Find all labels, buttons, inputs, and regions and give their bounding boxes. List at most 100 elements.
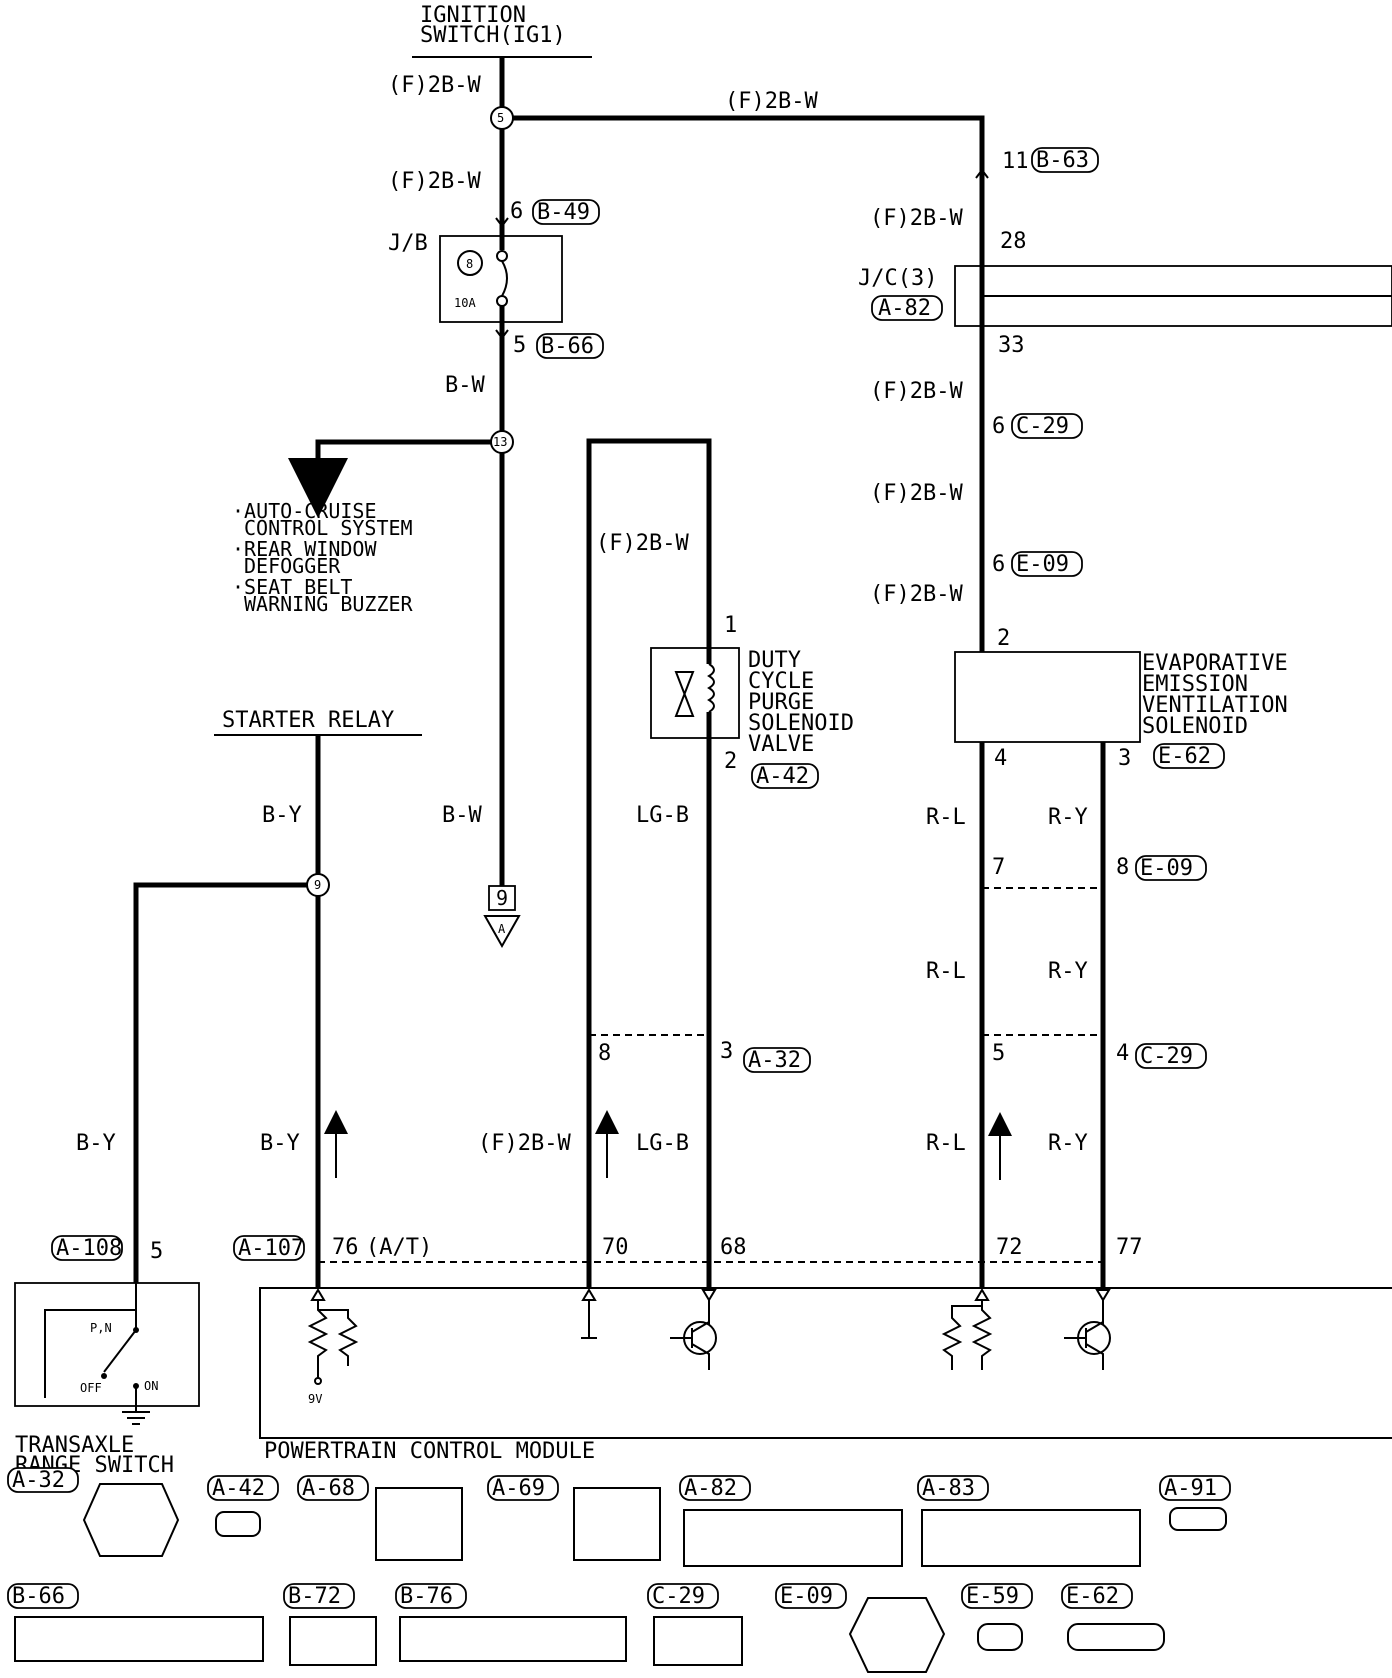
pcm-68-output xyxy=(701,1289,717,1325)
junction-node-9-label: 9 xyxy=(314,878,321,892)
wire-label-f2bw-6: (F)2B-W xyxy=(870,582,963,607)
branch-item-2-line2: DEFOGGER xyxy=(244,554,341,578)
connector-tag-a82 xyxy=(871,295,943,321)
valve-symbol xyxy=(674,671,695,717)
legend-e09-label: E-09 xyxy=(780,1584,833,1609)
connector-e09-top: E-09 xyxy=(1016,552,1069,577)
connector-b66: B-66 xyxy=(541,334,594,359)
legend-a69: A-69 xyxy=(487,1475,661,1561)
pin-28: 28 xyxy=(1000,229,1027,254)
junction-node-13-label: 13 xyxy=(493,435,507,449)
pin-6-e09: 6 xyxy=(992,552,1005,577)
pin-3-a32: 3 xyxy=(720,1039,733,1064)
wire-label-f2bw-5: (F)2B-W xyxy=(870,481,963,506)
pcm-68-transistor-leads xyxy=(670,1321,710,1370)
trs-on-label: ON xyxy=(144,1379,158,1393)
connector-c29-mid: C-29 xyxy=(1140,1044,1193,1069)
pin-8-e09: 8 xyxy=(1116,855,1129,880)
connector-a32: A-32 xyxy=(748,1048,801,1073)
pin-5-trs: 5 xyxy=(150,1239,163,1264)
wire-label-by-1: B-Y xyxy=(262,803,302,828)
legend-b66-label: B-66 xyxy=(12,1584,65,1609)
pin-76: 76 xyxy=(332,1235,359,1260)
pin-3-evap: 3 xyxy=(1118,746,1131,771)
wire-label-lgb-1: LG-B xyxy=(636,803,689,828)
legend-e62-label: E-62 xyxy=(1066,1584,1119,1609)
ground-letter: A xyxy=(498,922,506,936)
pin-1-purge: 1 xyxy=(724,613,737,638)
pin-2-evap: 2 xyxy=(997,626,1010,651)
pin-68: 68 xyxy=(720,1235,747,1260)
connector-tag-c29-top xyxy=(1011,413,1083,439)
legend-e59-label: E-59 xyxy=(966,1584,1019,1609)
connector-tag-e09-top xyxy=(1011,551,1083,577)
connector-b63: B-63 xyxy=(1036,148,1089,173)
fuse-rating: 10A xyxy=(454,296,476,310)
legend-a91: A-91 xyxy=(1159,1475,1231,1531)
wire-label-ry-3: R-Y xyxy=(1048,1131,1088,1156)
pcm-77-output xyxy=(1095,1289,1111,1325)
legend-b76-label: B-76 xyxy=(400,1584,453,1609)
trs-pn-label: P,N xyxy=(90,1321,112,1335)
trs-off-label: OFF xyxy=(80,1381,102,1395)
pin-5-b66: 5 xyxy=(513,333,526,358)
terminal-mark-5 xyxy=(495,329,509,340)
legend-e09: E-09 xyxy=(775,1583,946,1673)
connector-a107: A-107 xyxy=(238,1236,304,1261)
pin-6-b49: 6 xyxy=(510,199,523,224)
pcm-76-resistor-2 xyxy=(318,1309,359,1366)
fuse-number-circle xyxy=(457,250,483,276)
wire-label-f2bw-1: (F)2B-W xyxy=(388,73,481,98)
legend-b76: B-76 xyxy=(395,1583,627,1662)
evap-label-1: EVAPORATIVE xyxy=(1142,651,1288,676)
pin-2-purge: 2 xyxy=(724,749,737,774)
connector-tag-a32 xyxy=(743,1047,811,1073)
pcm-77-transistor-leads xyxy=(1064,1321,1104,1370)
fuse-number: 8 xyxy=(466,257,473,271)
wire-label-ry-2: R-Y xyxy=(1048,959,1088,984)
legend-a82: A-82 xyxy=(679,1475,903,1567)
wire-branch-to-systems xyxy=(288,439,491,518)
starter-relay-label: STARTER RELAY xyxy=(222,708,394,733)
wire-label-f2bw-3: (F)2B-W xyxy=(870,206,963,231)
connector-b49: B-49 xyxy=(537,200,590,225)
legend-e62: E-62 xyxy=(1061,1583,1165,1651)
pin-4-evap: 4 xyxy=(994,746,1007,771)
jc-label: J/C(3) xyxy=(858,266,937,291)
evap-label-3: VENTILATION xyxy=(1142,693,1288,718)
legend-a83-label: A-83 xyxy=(922,1476,975,1501)
legend-a68-label: A-68 xyxy=(302,1476,355,1501)
branch-item-2-line1: ·REAR WINDOW xyxy=(232,537,377,561)
legend-a82-label: A-82 xyxy=(684,1476,737,1501)
legend-a42-label: A-42 xyxy=(212,1476,265,1501)
branch-item-3-line1: ·SEAT BELT xyxy=(232,575,352,599)
legend-a83: A-83 xyxy=(917,1475,1141,1567)
wire-purge-supply xyxy=(586,438,712,1255)
connector-a108: A-108 xyxy=(56,1236,122,1261)
ground-box xyxy=(488,885,516,911)
purge-label-4: SOLENOID xyxy=(748,711,854,736)
legend-c29: C-29 xyxy=(647,1583,743,1666)
wire-label-rl-1: R-L xyxy=(926,805,966,830)
purge-valve-box xyxy=(650,647,740,739)
at-label: (A/T) xyxy=(366,1235,432,1260)
pcm-72-resistor xyxy=(971,1288,993,1370)
pin-72: 72 xyxy=(996,1235,1023,1260)
pin-11-b63: 11 xyxy=(1002,149,1029,174)
solenoid-coil xyxy=(707,663,715,713)
purge-label-2: CYCLE xyxy=(748,669,814,694)
legend-a68: A-68 xyxy=(297,1475,463,1561)
legend-a69-label: A-69 xyxy=(492,1476,545,1501)
connector-tag-e62 xyxy=(1153,743,1225,769)
connector-tag-b49 xyxy=(532,199,600,225)
branch-item-3-line2: WARNING BUZZER xyxy=(244,592,414,616)
junction-node-5-label: 5 xyxy=(497,111,504,125)
purge-label-5: VALVE xyxy=(748,732,814,757)
pcm-72-resistor-2 xyxy=(941,1305,982,1370)
pin-6-c29: 6 xyxy=(992,414,1005,439)
legend-b72-label: B-72 xyxy=(288,1584,341,1609)
ground-number: 9 xyxy=(496,886,508,910)
pin-5-c29: 5 xyxy=(992,1041,1005,1066)
wire-label-rl-2: R-L xyxy=(926,959,966,984)
